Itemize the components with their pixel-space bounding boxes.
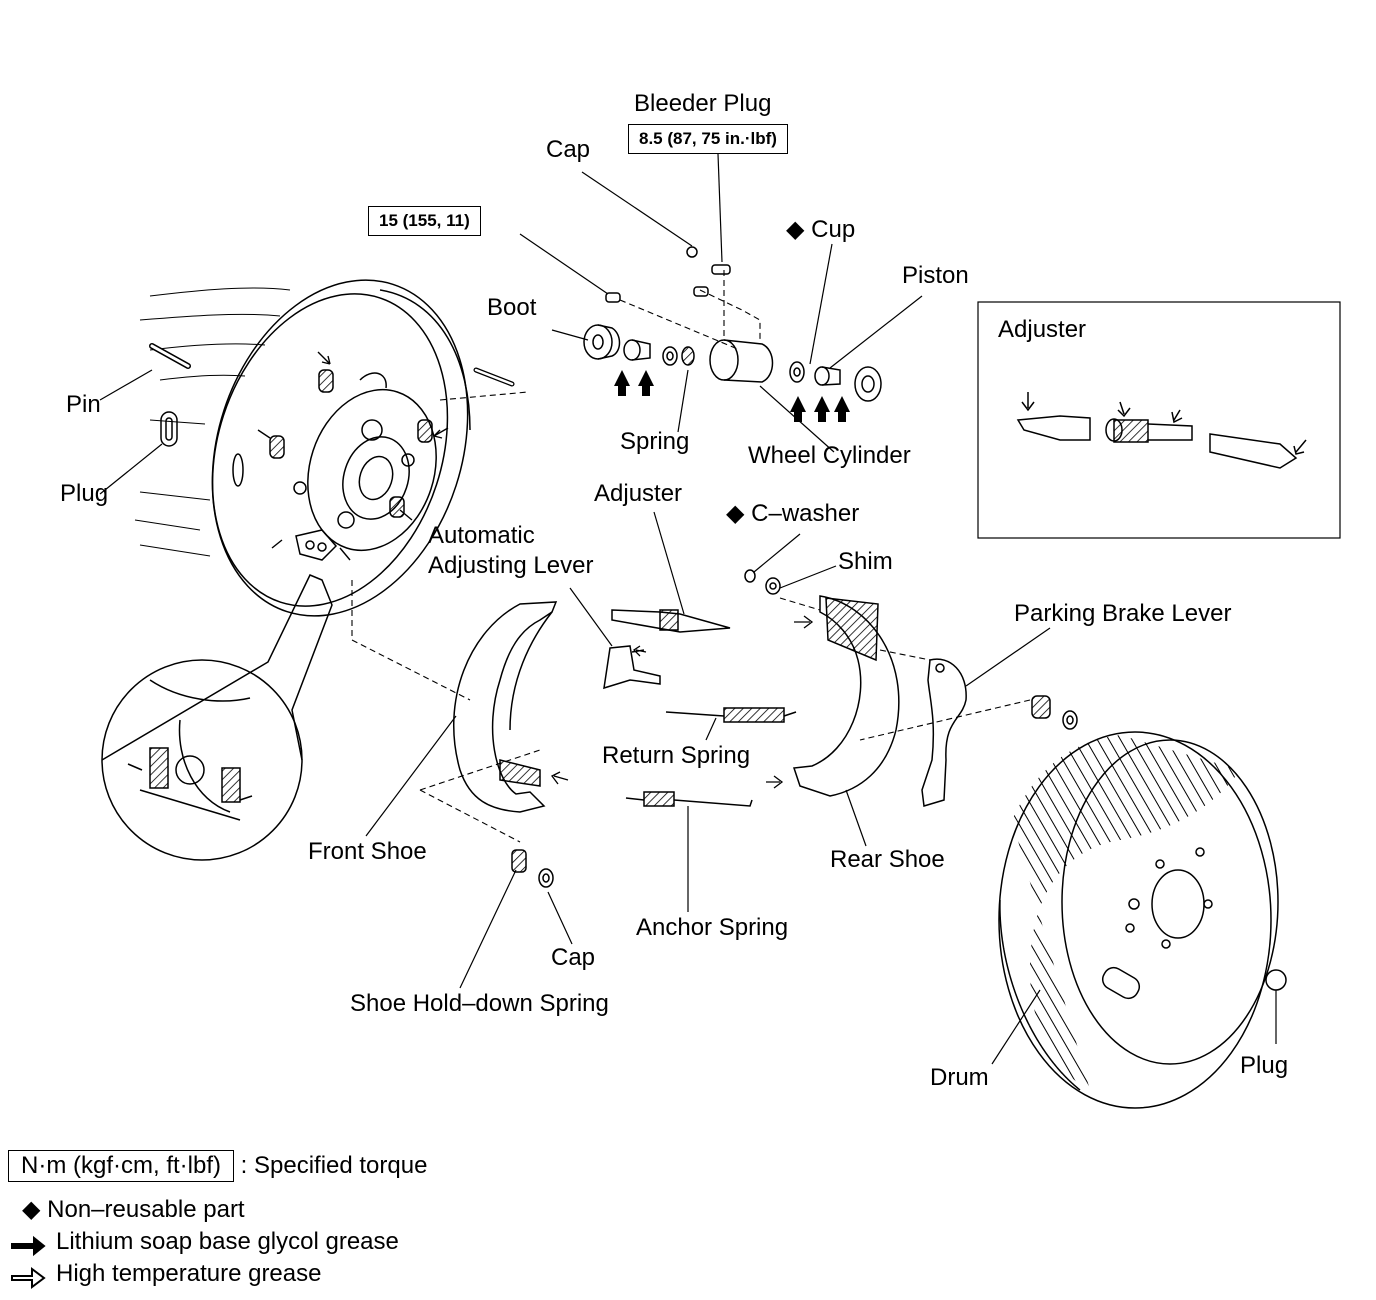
legend-lithium: Lithium soap base glycol grease: [56, 1228, 399, 1256]
label-return-spring: Return Spring: [602, 742, 751, 769]
high-temp-grease-arrows: [551, 615, 814, 789]
label-bleeder-plug: Bleeder Plug: [634, 90, 772, 117]
backing-bolt: [473, 367, 515, 387]
legend-torque: N·m (kgf·cm, ft·lbf) : Specified torque: [8, 1150, 427, 1182]
label-c-washer-text: C–washer: [751, 500, 860, 527]
legend-symbols: [11, 1235, 46, 1289]
adjuster-part: [611, 609, 731, 633]
label-auto-adjusting-lever-1: Automatic: [428, 522, 535, 549]
hold-down-spring-right: [1031, 695, 1078, 730]
legend-non-reusable: ◆ Non–reusable part: [22, 1196, 245, 1224]
anchor-spring-part: [625, 791, 753, 807]
label-spring: Spring: [620, 428, 690, 455]
legend-high-temp-text: High temperature grease: [56, 1260, 322, 1287]
label-cap-top: Cap: [546, 136, 591, 163]
label-adjuster: Adjuster: [594, 480, 683, 507]
plug-right-part: [1265, 969, 1287, 991]
label-parking-brake-lever: Parking Brake Lever: [1014, 600, 1232, 627]
label-adjuster-inset: Adjuster: [998, 316, 1087, 343]
non-reusable-diamond-icon: ◆: [786, 216, 805, 243]
label-anchor-spring: Anchor Spring: [636, 914, 789, 941]
label-cap-bottom: Cap: [551, 944, 596, 971]
label-wheel-cylinder: Wheel Cylinder: [748, 442, 911, 469]
label-rear-shoe: Rear Shoe: [830, 846, 945, 873]
plug-left-part: [160, 411, 178, 447]
label-auto-adjusting-lever-2: Adjusting Lever: [428, 552, 594, 579]
pin-part: [149, 343, 191, 369]
suspension-outline: [134, 287, 291, 557]
adjusting-lever-part: [603, 645, 661, 690]
legend-diamond-icon: ◆: [22, 1196, 41, 1223]
label-cup-text: Cup: [811, 216, 856, 243]
adjuster-inset: [977, 301, 1341, 539]
magnified-detail: [101, 574, 333, 861]
non-reusable-diamond-icon: ◆: [726, 500, 745, 527]
legend-torque-box: N·m (kgf·cm, ft·lbf): [8, 1150, 234, 1182]
label-piston: Piston: [902, 262, 969, 289]
label-boot: Boot: [487, 294, 537, 321]
backing-plate: [211, 279, 471, 617]
label-c-washer: ◆ C–washer: [726, 500, 859, 528]
wheel-cylinder-group: [583, 246, 882, 402]
legend-torque-desc: : Specified torque: [240, 1152, 428, 1179]
leader-lines: [99, 153, 1277, 1065]
c-washer-shim: [744, 569, 781, 595]
label-cup: ◆ Cup: [786, 216, 855, 244]
legend-lithium-text: Lithium soap base glycol grease: [56, 1228, 399, 1255]
legend-non-reusable-text: Non–reusable part: [47, 1196, 245, 1223]
drum-part: [998, 731, 1279, 1109]
parking-brake-lever-part: [921, 658, 967, 807]
label-drum: Drum: [930, 1064, 989, 1091]
label-shoe-holddown-spring: Shoe Hold–down Spring: [350, 990, 609, 1017]
return-spring-part: [665, 707, 797, 723]
label-pin: Pin: [66, 391, 101, 418]
front-shoe-part: [453, 601, 558, 813]
lithium-grease-arrows: [614, 370, 850, 422]
label-front-shoe: Front Shoe: [308, 838, 427, 865]
label-shim: Shim: [838, 548, 893, 575]
label-plug-left: Plug: [60, 480, 109, 507]
rear-shoe-part: [792, 595, 900, 797]
legend-high-temp: High temperature grease: [56, 1260, 321, 1288]
bleeder-torque-box: 8.5 (87, 75 in.·lbf): [628, 124, 788, 154]
grease-arrows-backing: [257, 351, 449, 561]
bolt-torque-box: 15 (155, 11): [368, 206, 481, 236]
label-plug-right: Plug: [1240, 1052, 1289, 1079]
hold-down-spring-cap: [511, 849, 554, 888]
assembly-lines: [351, 270, 1031, 843]
